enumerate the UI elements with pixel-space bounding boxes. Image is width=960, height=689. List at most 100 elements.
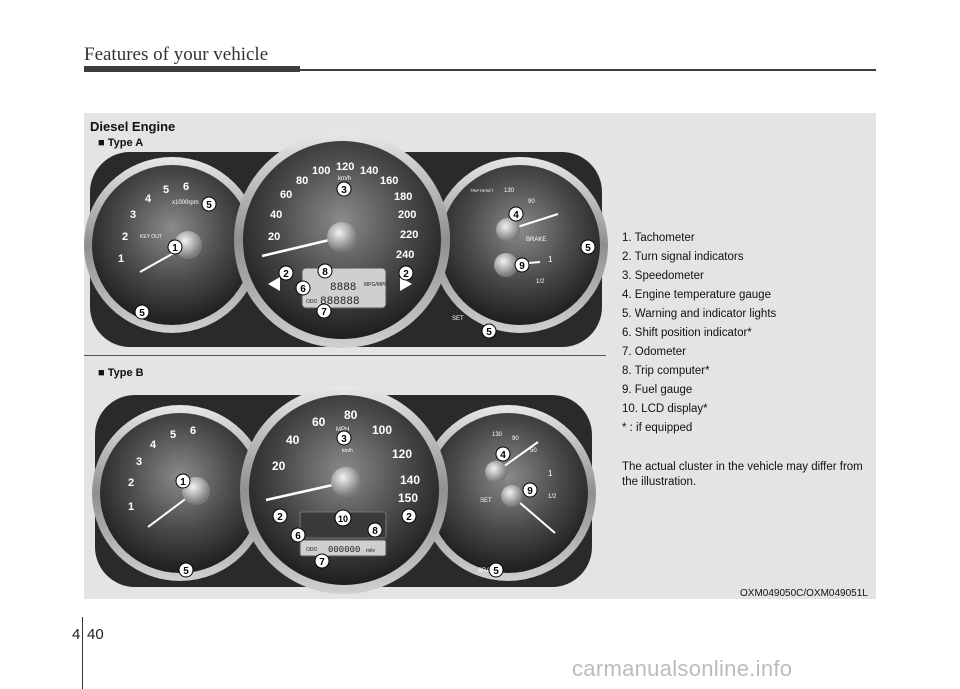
callout-b-2r: 2	[406, 512, 412, 523]
speed-a-200: 200	[398, 209, 416, 221]
set-a-label: SET	[452, 316, 464, 322]
temp-b-50: 50	[530, 448, 537, 454]
tach-b-tick-1: 1	[128, 501, 134, 513]
speed-b-unit: MPH	[336, 427, 349, 433]
tach-b-tick-2: 2	[128, 477, 134, 489]
watermark: carmanualsonline.info	[572, 656, 793, 681]
tach-b-tick-4: 4	[150, 439, 157, 451]
cluster-type-a: 1 2 3 4 5 6 x1000rpm KEY OUT 20 40 60 80…	[84, 132, 608, 348]
temp-a-130: 130	[504, 188, 515, 194]
callouts-type-b: 1 2 2 3 4 5 5 6 7 8 9 10	[175, 430, 538, 578]
header-bar	[84, 66, 300, 72]
legend-item: 2. Turn signal indicators	[622, 251, 744, 263]
legend-item: 10. LCD display*	[622, 403, 708, 415]
speed-a-hub	[327, 222, 357, 252]
speed-b-20: 20	[272, 459, 286, 473]
tachometer-b-dial	[100, 413, 260, 573]
type-a-label: ■ Type A	[98, 137, 144, 149]
callout-a-5d: 5	[486, 327, 492, 338]
chapter-number: 4	[72, 626, 81, 643]
cluster-type-b: 1 2 3 4 5 6 20 40 60 80 100 120 140 150 …	[92, 386, 596, 594]
speed-b-140: 140	[400, 473, 420, 487]
section-title: Diesel Engine	[90, 119, 176, 134]
odo-b-panel	[299, 539, 387, 557]
legend-list: 1. Tachometer 2. Turn signal indicators …	[622, 229, 776, 438]
speed-a-180: 180	[394, 191, 412, 203]
legend-item: 4. Engine temperature gauge	[622, 289, 771, 301]
callout-a-3: 3	[341, 185, 347, 196]
legend-footnote: * : if equipped	[622, 422, 693, 434]
callout-b-5l: 5	[183, 566, 189, 577]
speed-b-40: 40	[286, 433, 300, 447]
tach-a-tick-6: 6	[183, 181, 189, 193]
speed-b-60: 60	[312, 415, 326, 429]
tach-a-tick-2: 2	[122, 231, 128, 243]
legend-item: 6. Shift position indicator*	[622, 327, 752, 339]
speed-b-100: 100	[372, 423, 392, 437]
speed-b-hub	[331, 467, 361, 497]
speed-b-80: 80	[344, 408, 358, 422]
speed-a-100: 100	[312, 165, 330, 177]
legend-item: 7. Odometer	[622, 346, 686, 358]
temp-b-hub	[485, 461, 507, 483]
callout-a-1: 1	[172, 243, 178, 254]
speed-b-150: 150	[398, 491, 418, 505]
legend-item: 5. Warning and indicator lights	[622, 308, 777, 320]
callout-b-10: 10	[338, 514, 348, 524]
speed-a-60: 60	[280, 189, 292, 201]
speed-b-inner-unit: km/h	[342, 448, 353, 454]
callout-a-7: 7	[321, 307, 327, 318]
callouts-type-a: 1 2 2 3 4 5 5 5 5 6 7 8 9	[134, 181, 596, 339]
tach-a-tick-3: 3	[130, 209, 136, 221]
fuel-a-full: 1	[548, 255, 553, 264]
brake-b-label: BRAKE	[478, 568, 498, 574]
tach-a-tick-5: 5	[163, 184, 169, 196]
fuel-b-half: 1/2	[548, 494, 557, 500]
brake-a-label: BRAKE	[526, 237, 546, 243]
legend-item: 1. Tachometer	[622, 232, 695, 244]
callout-a-2l: 2	[283, 269, 289, 280]
lcd-a-odo: 888888	[320, 296, 360, 308]
callout-a-6: 6	[300, 284, 306, 295]
tach-a-tick-4: 4	[145, 193, 152, 205]
fuel-a-hub	[494, 253, 518, 277]
turn-right-arrow-icon	[400, 277, 412, 291]
callout-a-5a: 5	[206, 200, 212, 211]
set-b-label: SET	[480, 498, 492, 504]
callout-b-8: 8	[372, 526, 378, 537]
speed-a-140: 140	[360, 165, 378, 177]
header-rule	[300, 69, 876, 71]
callout-b-2l: 2	[277, 512, 283, 523]
odo-b-digits: 000000	[328, 545, 360, 555]
tach-a-unit: x1000rpm	[172, 200, 199, 206]
callout-b-4: 4	[500, 450, 506, 461]
speed-a-20: 20	[268, 231, 280, 243]
callout-b-6: 6	[295, 531, 301, 542]
speed-a-240: 240	[396, 249, 414, 261]
lcd-a-odo-label: ODO	[306, 299, 318, 305]
callout-b-1: 1	[180, 477, 186, 488]
lcd-a-digits: 8888	[330, 282, 356, 294]
page-header-title: Features of your vehicle	[84, 44, 269, 65]
temp-b-130: 130	[492, 432, 503, 438]
tach-b-tick-5: 5	[170, 429, 176, 441]
speed-a-unit: km/h	[338, 176, 351, 182]
aux-gauges-a-dial	[440, 165, 600, 325]
odo-b-label: ODO	[306, 547, 318, 553]
callout-a-5c: 5	[585, 243, 591, 254]
tach-a-hub	[174, 231, 202, 259]
speed-a-160: 160	[380, 175, 398, 187]
tach-b-tick-3: 3	[136, 456, 142, 468]
temp-a-hub	[496, 218, 520, 242]
callout-b-9: 9	[527, 486, 533, 497]
tach-a-tick-1: 1	[118, 253, 124, 265]
callout-b-5r: 5	[493, 566, 499, 577]
speed-a-120: 120	[336, 161, 354, 173]
callout-b-3: 3	[341, 434, 347, 445]
lcd-a-mph: MPG/MPH	[364, 282, 388, 288]
temp-a-90: 90	[528, 199, 535, 205]
page-rule	[82, 617, 83, 689]
fuel-b-full: 1	[548, 469, 553, 478]
page-number: 40	[87, 626, 104, 643]
